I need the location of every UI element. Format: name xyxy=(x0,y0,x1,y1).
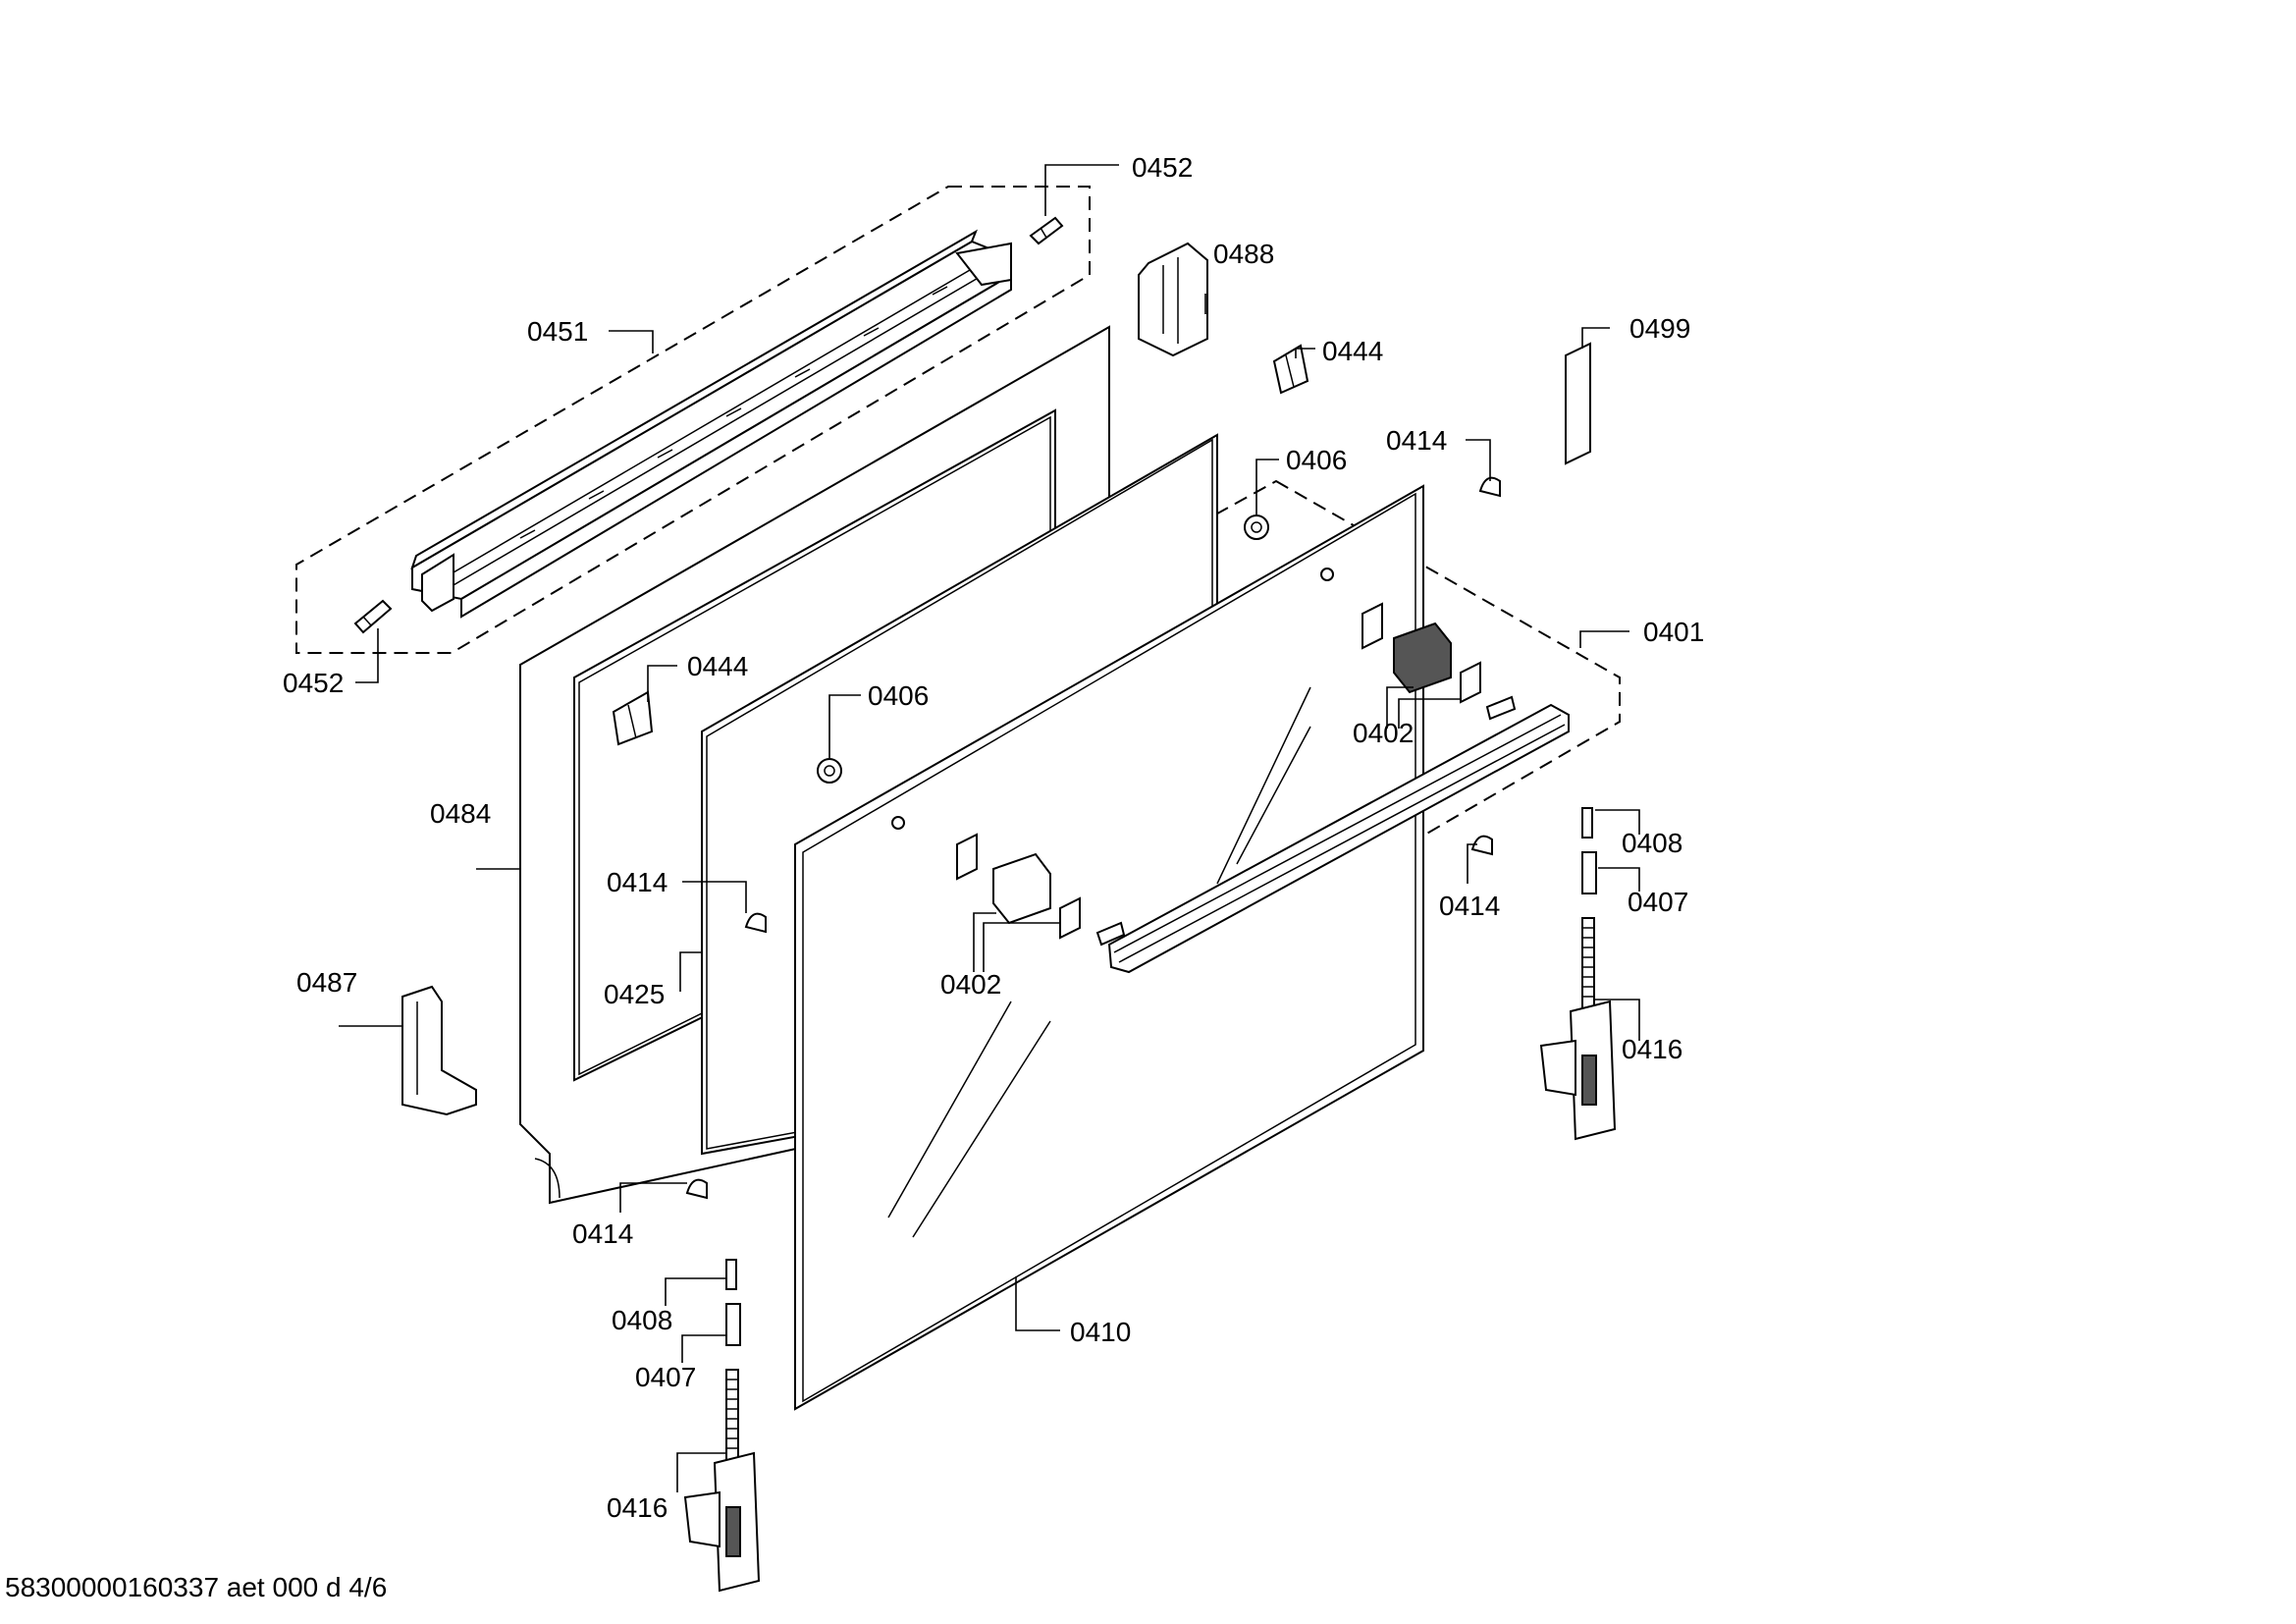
mount-0402-right xyxy=(1362,602,1481,704)
label-0414-bottom-left: 0414 xyxy=(572,1218,633,1249)
strip-0499 xyxy=(1565,342,1591,465)
bracket-0488 xyxy=(1138,242,1208,357)
label-0444-top: 0444 xyxy=(1322,336,1383,366)
label-0499: 0499 xyxy=(1629,313,1690,344)
label-0416-right: 0416 xyxy=(1622,1034,1682,1064)
hinge-0416-right xyxy=(1539,917,1617,1141)
pin-0408-right xyxy=(1581,807,1593,839)
leader-lines xyxy=(339,164,1640,1492)
bumper-0406-top xyxy=(1244,514,1269,540)
bolt-0407-right xyxy=(1581,851,1597,894)
stop-0414-bottom-left xyxy=(685,1178,708,1200)
label-0407-right: 0407 xyxy=(1628,887,1688,917)
door-handle-group-outline xyxy=(794,479,1621,1008)
label-0410: 0410 xyxy=(1070,1317,1131,1347)
pin-0408-left xyxy=(725,1259,737,1290)
drawing-reference: 58300000160337 aet 000 d 4/6 xyxy=(5,1572,387,1602)
label-0406-mid: 0406 xyxy=(868,680,929,711)
clip-0444-mid xyxy=(612,690,654,746)
label-0488: 0488 xyxy=(1213,239,1274,269)
label-0402-mid: 0402 xyxy=(940,969,1001,1000)
mount-0402-mid xyxy=(956,833,1081,940)
bracket-0487 xyxy=(401,985,477,1116)
stop-0414-right xyxy=(1470,835,1493,856)
label-0402-right: 0402 xyxy=(1353,718,1414,748)
label-0416-left: 0416 xyxy=(607,1492,667,1523)
label-0401: 0401 xyxy=(1643,617,1704,647)
label-0425: 0425 xyxy=(604,979,665,1009)
label-0414-right: 0414 xyxy=(1439,891,1500,921)
label-0484: 0484 xyxy=(430,798,491,829)
label-0452-left: 0452 xyxy=(283,668,344,698)
handle-strip-group-outline xyxy=(295,186,1091,654)
label-0444-mid: 0444 xyxy=(687,651,748,681)
clip-0444-top xyxy=(1272,344,1309,395)
label-0407-left: 0407 xyxy=(635,1362,696,1392)
door-handle-bar xyxy=(1095,695,1570,974)
pin-0452-top xyxy=(1029,216,1064,245)
hinge-0416-left xyxy=(683,1369,761,1593)
pin-0452-left xyxy=(353,599,393,634)
stop-0414-mid-left xyxy=(744,912,767,934)
label-0451: 0451 xyxy=(527,316,588,347)
label-0408-right: 0408 xyxy=(1622,828,1682,858)
bolt-0407-left xyxy=(725,1303,741,1346)
label-0408-left: 0408 xyxy=(612,1305,672,1335)
handle-strip-part xyxy=(410,229,1012,619)
label-0487: 0487 xyxy=(296,967,357,998)
label-0414-top-right: 0414 xyxy=(1386,425,1447,456)
label-0406-top: 0406 xyxy=(1286,445,1347,475)
bumper-0406-mid xyxy=(817,758,842,784)
label-0414-mid-left: 0414 xyxy=(607,867,667,897)
label-0452-top: 0452 xyxy=(1132,152,1193,183)
